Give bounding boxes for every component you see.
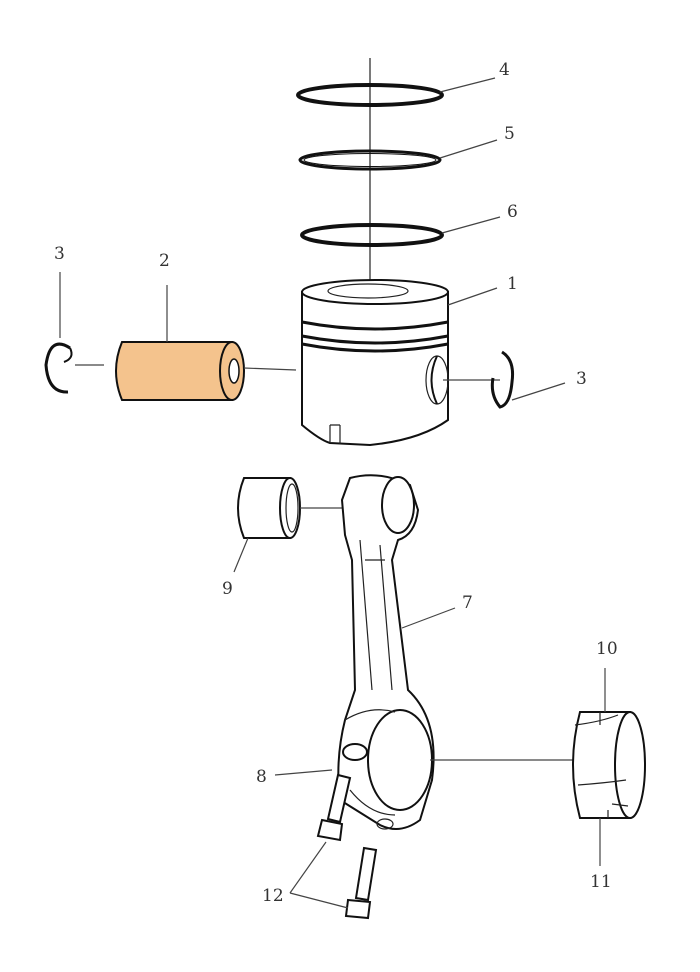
callout-7: 7 xyxy=(462,593,473,613)
circlip-left xyxy=(44,342,73,394)
callout-6: 6 xyxy=(507,202,518,222)
piston-ring-6 xyxy=(300,223,444,247)
callout-10: 10 xyxy=(596,639,618,659)
connecting-rod xyxy=(337,474,435,830)
callout-9: 9 xyxy=(222,579,233,599)
callout-1: 1 xyxy=(507,274,518,294)
small-end-bushing xyxy=(237,477,301,539)
callout-12: 12 xyxy=(262,886,284,906)
rod-bolt-1 xyxy=(316,773,352,842)
callout-5: 5 xyxy=(504,124,515,144)
piston xyxy=(301,279,449,447)
piston-ring-5 xyxy=(298,149,442,171)
connecting-rod-bearing xyxy=(572,711,646,819)
callout-3-left: 3 xyxy=(54,244,65,264)
callout-2: 2 xyxy=(159,251,170,271)
callout-11: 11 xyxy=(590,872,612,892)
callout-3-right: 3 xyxy=(576,369,587,389)
rod-bolt-2 xyxy=(344,846,378,920)
callout-4: 4 xyxy=(499,60,510,80)
piston-ring-4 xyxy=(296,83,444,107)
circlip-right xyxy=(490,350,514,409)
callout-8: 8 xyxy=(256,767,267,787)
piston-pin xyxy=(115,341,245,401)
